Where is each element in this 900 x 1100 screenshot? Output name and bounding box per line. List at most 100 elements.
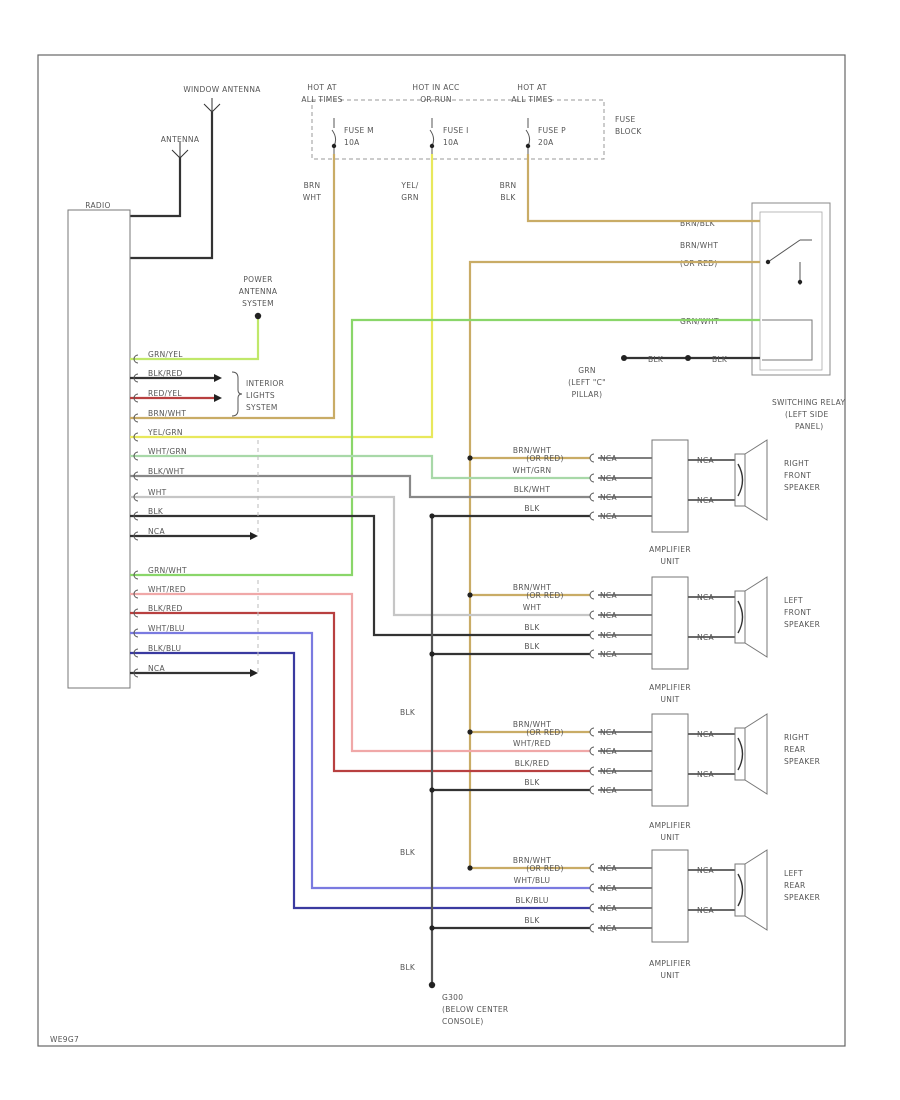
- nca-arrow: [250, 532, 258, 540]
- speaker-right-rear: [734, 727, 746, 781]
- amp-input-label: BRN/WHT: [513, 583, 551, 592]
- ground-bus-blk-3: BLK: [400, 963, 416, 972]
- amplifier-label-2: UNIT: [660, 971, 679, 980]
- amp-connector: [589, 511, 595, 521]
- wire-relay-brn-wht-feed: [468, 260, 760, 867]
- hot-label-1: HOT AT: [307, 83, 337, 92]
- amp-connector: [589, 727, 595, 737]
- amp-nca-label: NCA: [600, 786, 617, 795]
- speaker-label: LEFT: [784, 869, 803, 878]
- amp-nca-label: NCA: [600, 611, 617, 620]
- amp-input-label: BLK: [524, 623, 540, 632]
- radio-pin-label: BLK/WHT: [148, 467, 185, 476]
- speaker-lead-nca: NCA: [697, 593, 714, 602]
- switching-relay-label-3: PANEL): [795, 422, 823, 431]
- relay-wire-brnwht: BRN/WHT: [680, 241, 718, 250]
- speaker-label: SPEAKER: [784, 620, 820, 629]
- fuse-p-rating: 20A: [538, 138, 554, 147]
- amp-connector: [589, 473, 595, 483]
- speaker-cone: [744, 713, 768, 795]
- speaker-label: RIGHT: [784, 459, 809, 468]
- amp-input-label: BLK/RED: [515, 759, 550, 768]
- speaker-label: REAR: [784, 881, 806, 890]
- fuse-m: FUSE M 10A: [331, 118, 374, 154]
- vwire-1-label-2: WHT: [303, 193, 322, 202]
- speaker-label: SPEAKER: [784, 483, 820, 492]
- amp-connector: [589, 883, 595, 893]
- amp-nca-label: NCA: [600, 767, 617, 776]
- amp-input-label: BRN/WHT: [513, 720, 551, 729]
- fuse-m-rating: 10A: [344, 138, 360, 147]
- brn-wht-junction-1: [467, 592, 473, 598]
- power-antenna-label: POWER: [243, 275, 272, 284]
- wire-wht-red-rr: [130, 592, 590, 753]
- main-antenna-label: ANTENNA: [161, 135, 200, 144]
- amp-input-label: WHT/BLU: [514, 876, 551, 885]
- amp-nca-label: NCA: [600, 512, 617, 521]
- amplifier-label-2: UNIT: [660, 695, 679, 704]
- amp-nca-label: NCA: [600, 864, 617, 873]
- amp-connector: [589, 649, 595, 659]
- diagram-frame: [37, 54, 846, 1047]
- amp-nca-label: NCA: [600, 591, 617, 600]
- wire-blk-lf: [130, 514, 590, 637]
- amplifier-label: AMPLIFIER: [649, 821, 691, 830]
- speaker-lead-nca: NCA: [697, 496, 714, 505]
- hot-label-2: HOT IN ACC: [412, 83, 459, 92]
- amp-input-label: BLK/WHT: [514, 485, 551, 494]
- wire-power-antenna-grn-yel: [130, 316, 260, 361]
- fuse-block-outline: [311, 99, 605, 160]
- hot-label-2b: OR RUN: [420, 95, 452, 104]
- ground-junction-3: [429, 925, 435, 931]
- interior-lights-label-3: SYSTEM: [246, 403, 278, 412]
- wire-fuse-p-brn-blk: [526, 154, 760, 223]
- amp-nca-label: NCA: [600, 474, 617, 483]
- speaker-label: SPEAKER: [784, 757, 820, 766]
- fuse-block-label: FUSE: [615, 115, 636, 124]
- wire-blk-wht-rf: [130, 474, 590, 499]
- speaker-lead-nca: NCA: [697, 866, 714, 875]
- power-antenna-label-2: ANTENNA: [239, 287, 278, 296]
- speaker-lead-nca: NCA: [697, 633, 714, 642]
- amp-nca-label: NCA: [600, 924, 617, 933]
- amp-input-label-sub: (OR RED): [526, 591, 563, 600]
- radio-pin-label: NCA: [148, 664, 165, 673]
- amp-input-label: BLK: [524, 504, 540, 513]
- switching-relay-label: SWITCHING RELAY: [772, 398, 845, 407]
- amp-input-label-sub: (OR RED): [526, 454, 563, 463]
- amp-input-label: WHT/RED: [513, 739, 551, 748]
- ground-left-c-label: GRN: [578, 366, 596, 375]
- amplifier-unit-right-front: [651, 439, 689, 533]
- amp-nca-label: NCA: [600, 747, 617, 756]
- amp-nca-label: NCA: [600, 631, 617, 640]
- radio-wire-labels: GRN/YELBLK/REDRED/YELBRN/WHTYEL/GRNWHT/G…: [133, 350, 187, 678]
- ground-g300-label-2: (BELOW CENTER: [442, 1005, 508, 1014]
- fuse-p-label: FUSE P: [538, 126, 566, 135]
- fuse-i-label: FUSE I: [443, 126, 469, 135]
- vwire-2-label: YEL/: [400, 181, 418, 190]
- hot-label-1b: ALL TIMES: [301, 95, 342, 104]
- relay-wire-brnblk: BRN/BLK: [680, 219, 716, 228]
- speaker-lead-nca: NCA: [697, 770, 714, 779]
- amp-connector: [589, 785, 595, 795]
- ground-bus-blk-2: BLK: [400, 848, 416, 857]
- ground-bus-blk-1: BLK: [400, 708, 416, 717]
- speaker-coil: [737, 873, 744, 907]
- amp-input-label: BLK: [524, 778, 540, 787]
- speaker-label: SPEAKER: [784, 893, 820, 902]
- switching-relay-label-2: (LEFT SIDE: [785, 410, 828, 419]
- amplifier-label-2: UNIT: [660, 557, 679, 566]
- speaker-right-front: [734, 453, 746, 507]
- ground-g300-label: G300: [442, 993, 463, 1002]
- ground-junction-1: [429, 651, 435, 657]
- ground-bus-end: [428, 981, 436, 989]
- speaker-left-front: [734, 590, 746, 644]
- interior-lights-label: INTERIOR: [246, 379, 284, 388]
- amp-nca-label: NCA: [600, 884, 617, 893]
- amp-connector: [589, 492, 595, 502]
- amplifier-unit-left-rear: [651, 849, 689, 943]
- amp-connector: [589, 610, 595, 620]
- wire-fuse-m-brn-wht: [130, 154, 336, 420]
- radio-pin-label: GRN/WHT: [148, 566, 187, 575]
